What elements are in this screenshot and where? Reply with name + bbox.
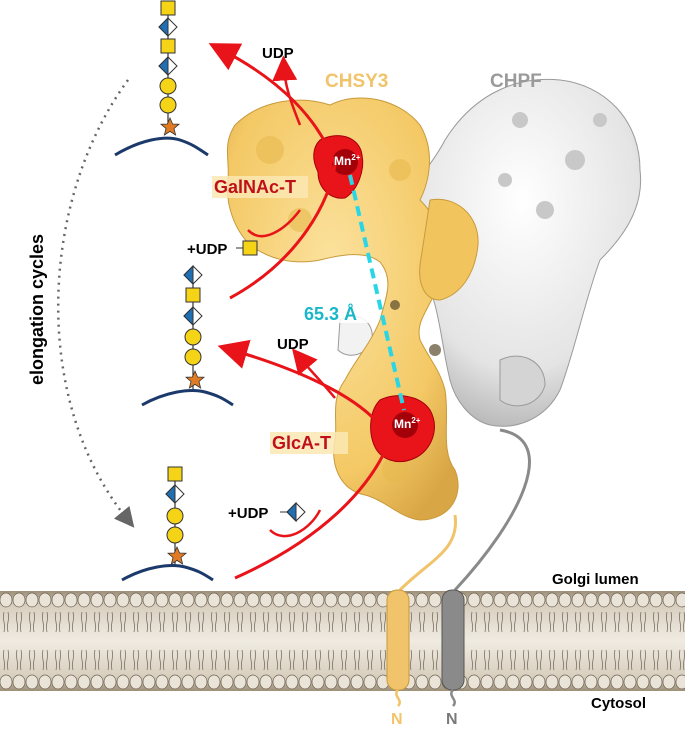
gal-circle-icon	[166, 507, 184, 525]
elongation-arrow	[56, 79, 135, 528]
udp-plus-galnac-label: +UDP	[187, 241, 227, 258]
glca-t-label: GlcA-T	[272, 433, 331, 453]
glycan-chain-bottom	[121, 466, 214, 582]
xyl-star-icon	[167, 546, 187, 565]
chpf-tm-helix	[441, 589, 465, 691]
galnac-square-icon	[167, 466, 183, 482]
n-terminus-chsy3-label: N	[391, 711, 403, 728]
glca-diamond-icon	[158, 17, 178, 37]
glca-t-reaction-arrows	[217, 339, 392, 580]
udp-top-label: UDP	[262, 45, 294, 62]
udp-glca-diamond-icon	[286, 502, 306, 522]
galnac-square-icon	[160, 0, 176, 16]
glca-diamond-icon	[183, 265, 203, 285]
mn-bottom-label: Mn2+	[394, 416, 421, 431]
udp-middle-label: UDP	[277, 336, 309, 353]
xyl-star-icon	[160, 117, 180, 136]
golgi-lumen-label: Golgi lumen	[552, 571, 639, 588]
chpf-stalk	[453, 428, 531, 592]
gal-circle-icon	[166, 526, 184, 544]
glca-diamond-icon	[165, 484, 185, 504]
chsy3-tail	[395, 689, 401, 707]
gal-circle-icon	[184, 328, 202, 346]
golgi-membrane	[0, 591, 685, 691]
mn-bottom-dot	[392, 412, 418, 438]
udp-plus-glca-label: +UDP	[228, 505, 268, 522]
gal-circle-icon	[184, 348, 202, 366]
galnac-square-icon	[160, 38, 176, 54]
distance-line	[348, 174, 406, 411]
n-terminus-chpf-label: N	[446, 711, 458, 728]
glca-t-label-bg	[270, 432, 348, 454]
core-protein-bottom	[121, 564, 214, 582]
mn-top-dot	[332, 149, 358, 175]
udp-galnac-square-icon	[242, 240, 258, 256]
galnac-t-label-bg	[212, 176, 308, 198]
glycan-chain-top	[114, 0, 209, 157]
glycan-chain-middle	[141, 265, 234, 407]
core-protein-top	[114, 136, 209, 157]
galnac-t-reaction-arrows	[208, 43, 337, 300]
elongation-label: elongation cycles	[27, 234, 47, 385]
glca-diamond-icon	[183, 306, 203, 326]
galnac-square-icon	[185, 287, 201, 303]
cytosol-label: Cytosol	[591, 695, 646, 712]
galnac-t-label: GalNAc-T	[214, 177, 296, 197]
distance-label-bg	[301, 303, 369, 323]
glca-diamond-icon	[158, 56, 178, 76]
mn-top-label: Mn2+	[334, 153, 361, 168]
xyl-star-icon	[185, 370, 205, 389]
chpf-tail	[450, 689, 456, 707]
chsy3-label: CHSY3	[325, 71, 388, 92]
core-protein-middle	[141, 389, 234, 407]
chsy3-stalk	[398, 514, 458, 592]
chsy3-tm-helix	[386, 589, 410, 691]
distance-label: 65.3 Å	[304, 304, 357, 324]
gal-circle-icon	[159, 96, 177, 114]
gal-circle-icon	[159, 77, 177, 95]
chpf-label: CHPF	[490, 71, 542, 92]
